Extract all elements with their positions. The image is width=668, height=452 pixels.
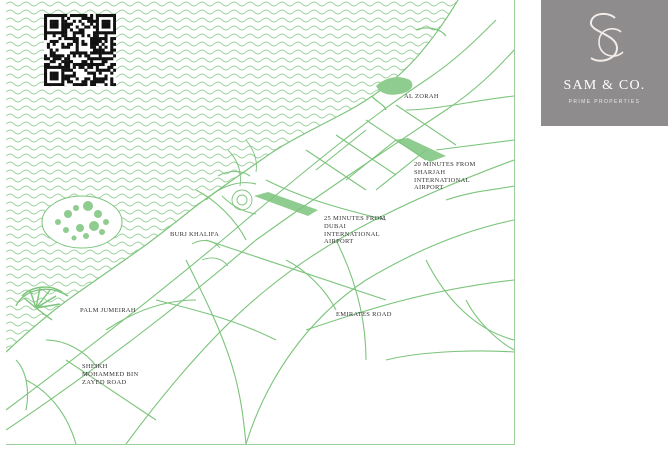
map-label-dubai-airport: 25 MINUTES FROM DUBAI INTERNATIONAL AIRP…: [324, 215, 386, 246]
map-label-al-zorah: AL ZORAH: [404, 93, 439, 100]
map-label-palm-jumeirah: PALM JUMEIRAH: [80, 307, 136, 314]
road-network: [6, 19, 514, 444]
world-islands: [41, 195, 123, 249]
map-label-emirates-road: EMIRATES ROAD: [336, 311, 392, 318]
brand-logo: SAM & CO. PRIME PROPERTIES: [541, 0, 668, 126]
brand-tagline: PRIME PROPERTIES: [568, 99, 641, 105]
map-label-szr: SHEIKH MOHAMMED BIN ZAYED ROAD: [82, 363, 139, 386]
sharjah-airport-area: [394, 138, 446, 162]
downtown-detail: [191, 139, 257, 267]
map-label-sharjah-airport: 20 MINUTES FROM SHARJAH INTERNATIONAL AI…: [414, 161, 476, 192]
palm-jumeirah-shape: [15, 286, 69, 321]
sc-monogram-icon: [590, 12, 624, 62]
qr-code-icon: [44, 14, 117, 87]
brand-name: SAM & CO.: [563, 78, 646, 93]
dubai-airport-area: [254, 192, 318, 216]
map-label-burj-khalifa: BURJ KHALIFA: [170, 231, 220, 238]
